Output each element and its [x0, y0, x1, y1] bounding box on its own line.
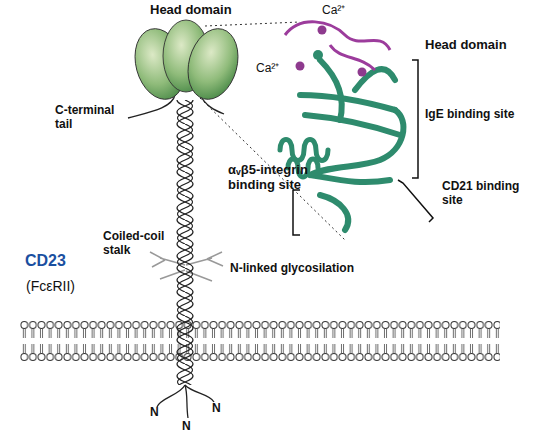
calcium-ions [296, 26, 367, 77]
zoom-lines [200, 22, 345, 240]
coiled-coil-stalk [175, 100, 195, 385]
lipid-bilayer [20, 321, 500, 361]
head-domain-label: Head domain [150, 3, 260, 18]
stalk-label: Coiled-coil stalk [103, 230, 178, 258]
calcium-loops [285, 22, 390, 70]
terminus-label: N [150, 406, 170, 420]
glycosylation-label: N-linked glycosilation [230, 262, 370, 276]
terminus-label: N [212, 402, 232, 416]
protein-name: CD23 [25, 252, 115, 270]
binding-site-brackets [293, 60, 433, 235]
ion-label: Ca²⁺ [256, 62, 306, 76]
protein-alias: (FcεRII) [26, 278, 126, 294]
binding-site-label: αᵥβ5-integrin binding site [228, 163, 328, 193]
n-terminal-tails [157, 385, 214, 418]
ribbon-structure [280, 60, 403, 230]
tail-label: C-terminal tail [55, 104, 127, 132]
binding-site-label: IgE binding site [425, 108, 535, 122]
terminus-label: N [182, 420, 202, 434]
binding-site-label: CD21 binding site [442, 180, 537, 208]
head-domain-label: Head domain [425, 38, 535, 53]
head-domain-trimer [128, 20, 246, 105]
ion-label: Ca²⁺ [322, 4, 372, 18]
